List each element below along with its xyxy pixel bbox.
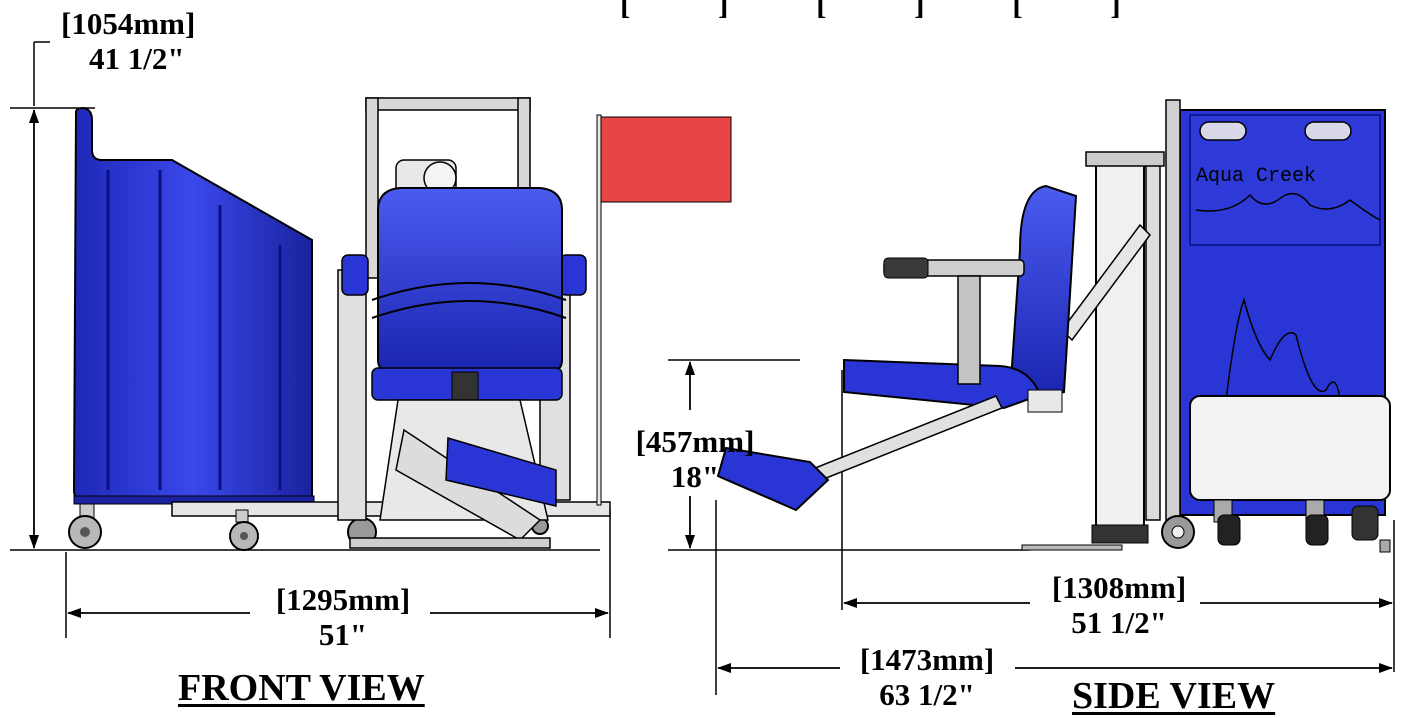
front-height-dimension-label: [1054mm] 41 1/2" [61, 6, 195, 76]
front-view-title: FRONT VIEW [178, 667, 425, 709]
side-view-title: SIDE VIEW [1072, 675, 1276, 717]
side-depth-dimension-label: [1308mm] 51 1/2" [1034, 570, 1204, 640]
front-height-metric: [1054mm] [61, 6, 196, 41]
side-seat-height-dimension-label: [457mm] 18" [620, 424, 770, 494]
side-depth-imperial: 51 1/2" [1071, 605, 1167, 640]
front-width-metric: [1295mm] [275, 582, 411, 617]
front-width-dimension-label: [1295mm] 51" [258, 582, 428, 652]
side-overall-metric: [1473mm] [859, 642, 995, 677]
front-width-imperial: 51" [318, 617, 368, 652]
side-brand-text: Aqua Creek [1196, 165, 1317, 188]
side-depth-metric: [1308mm] [1051, 570, 1187, 605]
side-overall-dimension-label: [1473mm] 63 1/2" [842, 642, 1012, 712]
side-view-drawing [668, 99, 1395, 695]
seat-height-imperial: 18" [670, 459, 720, 494]
top-strip-text: [ ] [ ] [ ] [620, 0, 1161, 21]
side-overall-imperial: 63 1/2" [879, 677, 975, 712]
seat-height-metric: [457mm] [635, 424, 755, 459]
front-height-imperial: 41 1/2" [89, 41, 185, 76]
front-view-drawing [10, 41, 732, 638]
